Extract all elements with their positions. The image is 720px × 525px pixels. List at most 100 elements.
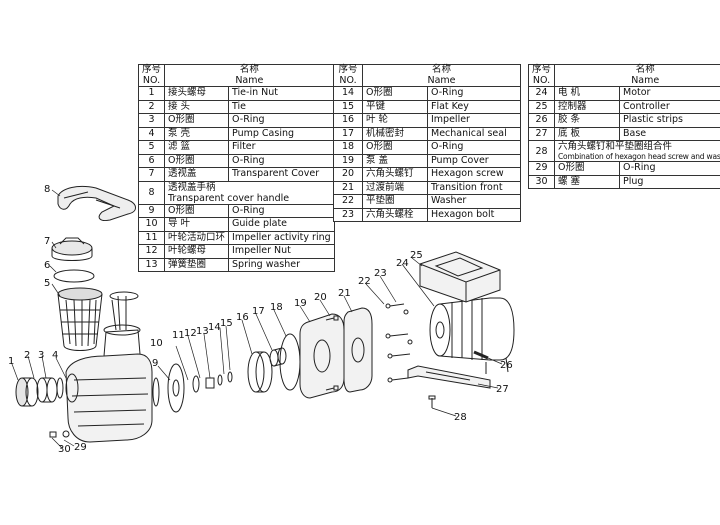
table-cell: Plug [619,174,720,189]
table-cell: Hexagon bolt [427,207,521,222]
impeller-part [247,351,273,393]
cover-handle-part [57,185,136,221]
callout-10: 10 [150,338,163,349]
base-screws-part [428,395,436,408]
o-ring-18-part [279,333,301,391]
callout-labels: 1 2 3 4 5 6 7 8 9 10 11 12 13 14 15 16 1… [8,184,513,455]
callout-25: 25 [410,250,423,261]
spring-washer-part [217,374,223,386]
header-label: 序号 [532,64,552,75]
header-label: 序号 [338,64,358,75]
pump-casing-part [65,291,153,443]
table-cell: 弹簧垫圈 [164,257,230,272]
callout-15: 15 [220,318,233,329]
plug-oring-part [49,430,70,438]
header-label: Name [631,74,660,86]
table-cell: 12 [137,244,166,259]
table-cell: 8 [137,180,166,205]
base-part [407,365,491,389]
table-cell: Impeller Nut [228,244,335,259]
o-ring-6-part [53,269,95,283]
callout-5: 5 [44,278,50,289]
callout-7: 7 [44,236,50,247]
impeller-nut-part [205,377,215,389]
callout-16: 16 [236,312,249,323]
callout-17: 17 [252,306,265,317]
transition-front-part [343,307,373,393]
callout-21: 21 [338,288,351,299]
table-cell: O-Ring [427,140,521,155]
callout-30: 30 [58,444,71,455]
tie-in-nut-part [15,377,39,407]
motor-part [429,297,515,374]
callout-18: 18 [270,302,283,313]
table-cell: 10 [137,217,166,232]
row-cn: 透视盖手柄 [168,181,216,193]
callout-23: 23 [374,268,387,279]
header-label: NO. [142,74,161,86]
row-en: Combination of hexagon head screw and wa… [558,152,720,161]
transparent-cover-part [51,237,93,261]
impeller-ring-part [192,375,200,393]
filter-basket-part [57,287,103,351]
table-cell: 叶轮螺母 [164,244,230,259]
tie-part [36,377,58,403]
table-cell: Spring washer [228,257,335,272]
callout-14: 14 [208,322,221,333]
header-label: NO. [532,74,551,86]
header-label: Name [427,74,456,86]
o-ring-14-part [227,371,233,383]
callout-27: 27 [496,384,509,395]
table-cell: 13 [137,257,166,272]
callout-20: 20 [314,292,327,303]
callout-13: 13 [196,326,209,337]
o-ring-3-part [56,377,64,399]
o-ring-9-part [152,377,160,407]
header-label: NO. [339,74,357,86]
callout-11: 11 [172,330,185,341]
callout-22: 22 [358,276,371,287]
header-label: Name [235,74,264,86]
callout-9: 9 [152,358,158,369]
plastic-strip-part [473,350,489,360]
row-en: Transparent cover handle [168,192,290,204]
hexagon-screws-part [325,315,339,391]
controller-part [419,251,501,303]
callout-6: 6 [44,260,50,271]
header-label: 名称 [635,64,655,75]
callout-12: 12 [184,328,197,339]
callout-24: 24 [396,258,409,269]
callout-2: 2 [24,350,30,361]
callout-1: 1 [8,356,14,367]
callout-29: 29 [74,442,87,453]
